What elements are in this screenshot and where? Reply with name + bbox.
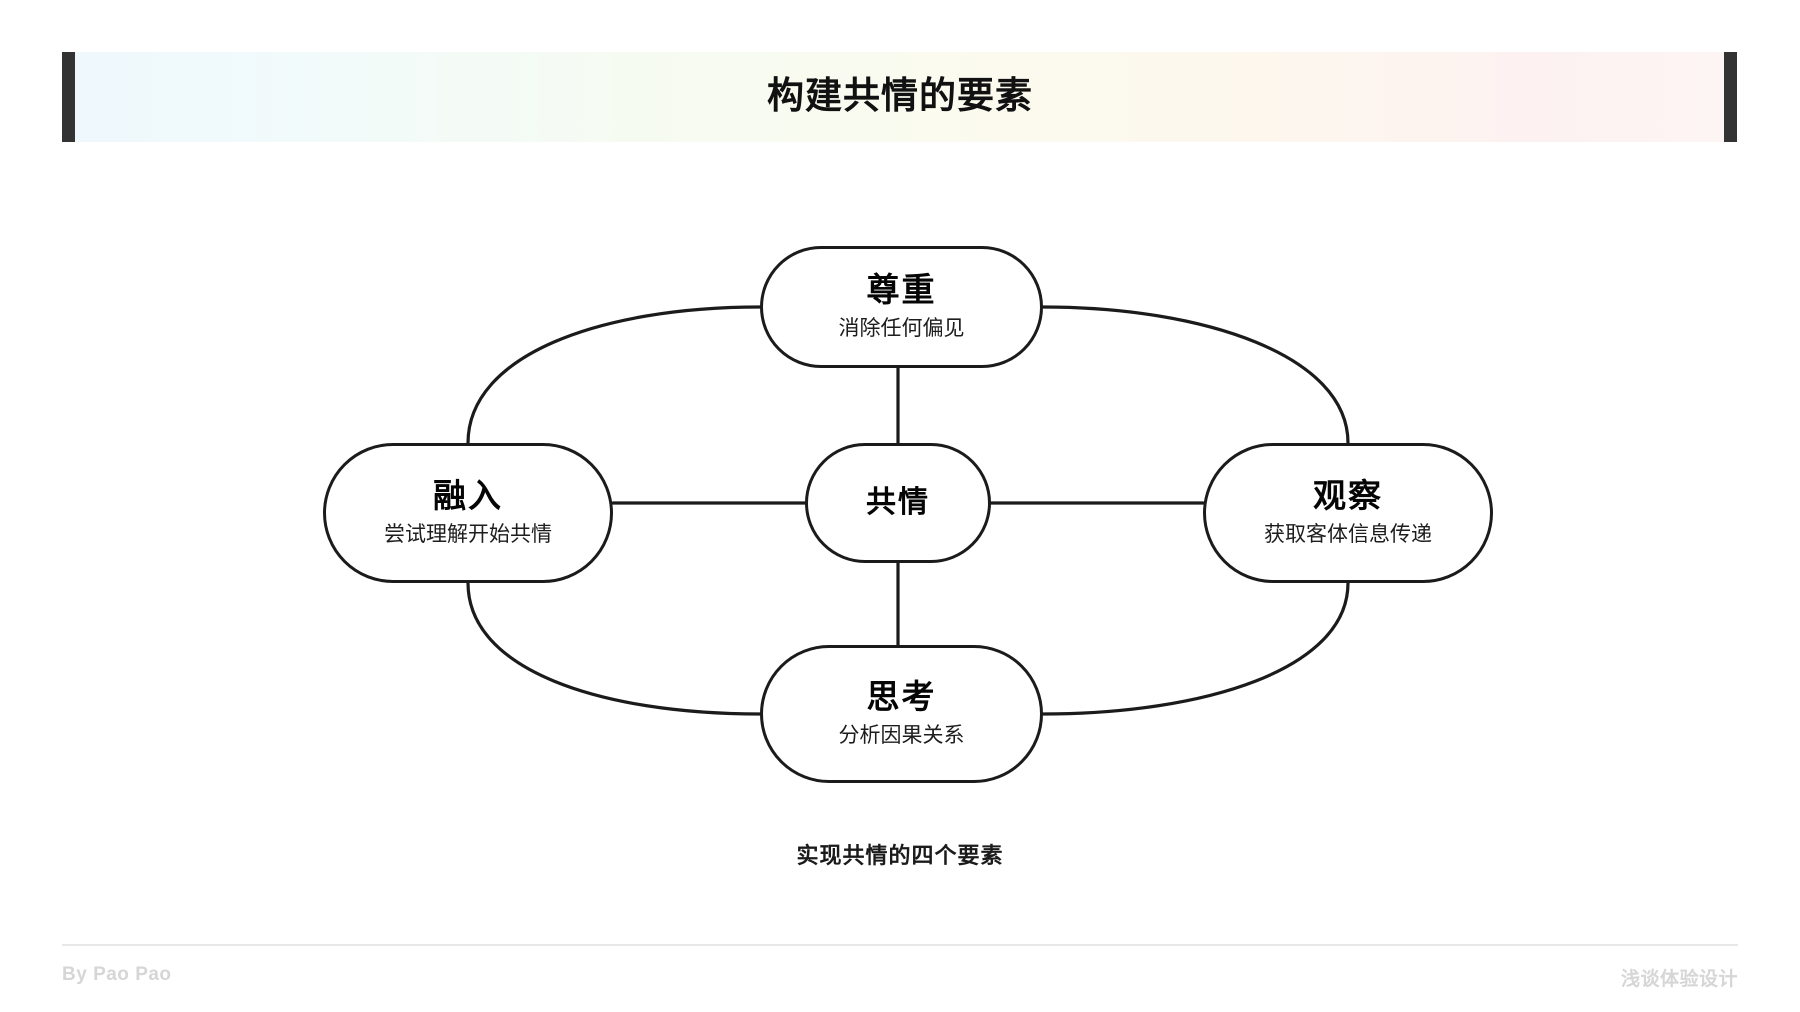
node-respect-title: 尊重 [866,271,937,309]
node-respect-subtitle: 消除任何偏见 [838,317,965,341]
node-involve[interactable]: 融入 尝试理解开始共情 [323,443,613,583]
page-header: 构建共情的要素 [0,0,1800,160]
diagram-connectors [466,305,1350,716]
page-title: 构建共情的要素 [767,75,1033,116]
node-involve-subtitle: 尝试理解开始共情 [384,523,552,547]
header-accent-bar-right [1724,52,1737,142]
connector-respect-observe [1041,305,1350,445]
node-empathy-title: 共情 [866,486,930,520]
diagram-caption: 实现共情的四个要素 [796,843,1004,868]
node-think[interactable]: 思考 分析因果关系 [760,645,1043,783]
node-think-title: 思考 [866,678,937,716]
node-respect[interactable]: 尊重 消除任何偏见 [760,246,1043,368]
header-accent-bar-left [62,52,75,142]
empathy-diagram: 尊重 消除任何偏见 融入 尝试理解开始共情 共情 观察 获取客体信息传递 思考 … [0,150,1800,850]
connector-involve-think [466,581,762,716]
node-observe-subtitle: 获取客体信息传递 [1264,523,1432,547]
node-involve-title: 融入 [433,477,503,515]
node-think-subtitle: 分析因果关系 [838,724,965,748]
connector-observe-think [1041,581,1350,716]
footer-author: By Pao Pao [62,964,172,985]
footer-series-name: 浅谈体验设计 [1620,969,1738,990]
node-observe-title: 观察 [1313,477,1383,515]
connector-respect-involve [466,305,762,445]
node-observe[interactable]: 观察 获取客体信息传递 [1203,443,1493,583]
node-empathy-center[interactable]: 共情 [805,443,991,563]
header-gradient-band [74,52,1724,142]
footer-divider [62,944,1738,946]
